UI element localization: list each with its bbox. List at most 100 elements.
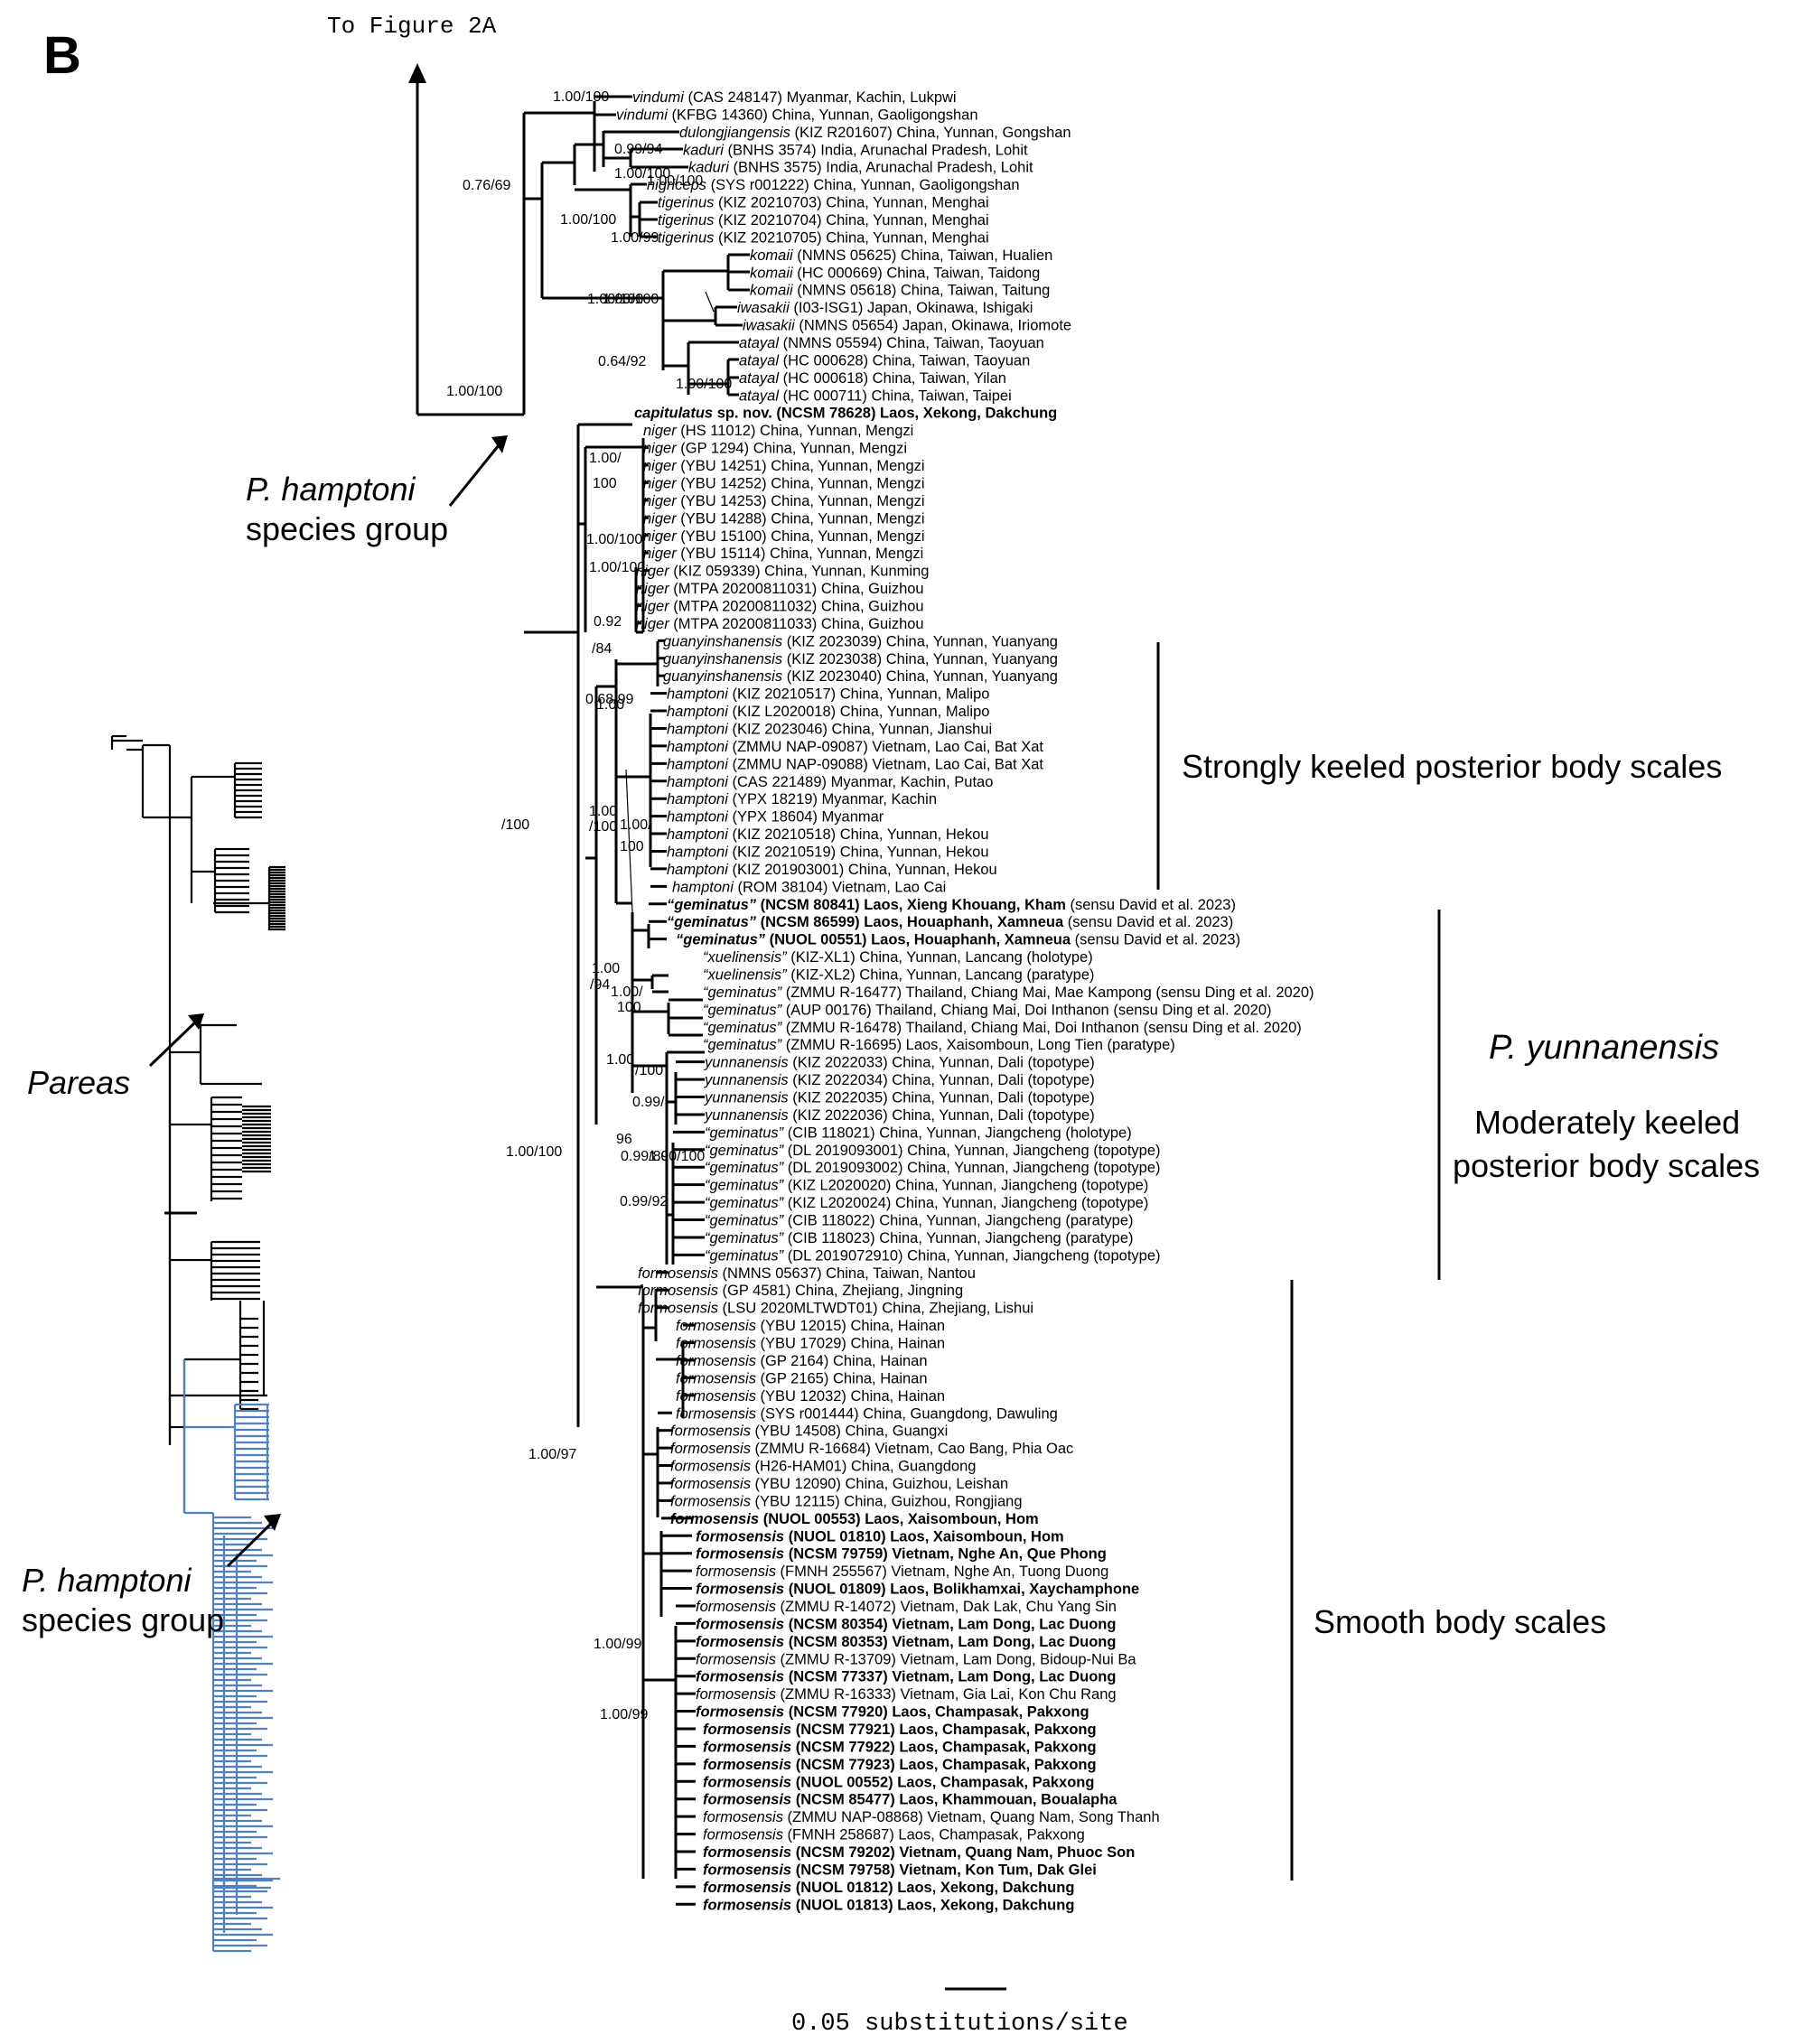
taxon-specimen: (CAS 221489) Myanmar, Kachin, Putao (728, 774, 994, 790)
taxon-label: yunnanensis (KIZ 2022034) China, Yunnan,… (704, 1072, 1095, 1088)
taxon-species: “geminatus” (667, 914, 757, 930)
taxon-label: hamptoni (YPX 18604) Myanmar (667, 809, 884, 826)
overview-mini-tree (110, 734, 285, 1953)
taxon-specimen: (NCSM 77921) Laos, Champasak, Pakxong (791, 1722, 1096, 1738)
support-value: 1.00 (592, 961, 620, 976)
taxon-species: formosensis (676, 1353, 756, 1369)
taxon-species: niger (643, 458, 678, 474)
taxon-label: “geminatus” (DL 2019093001) China, Yunna… (705, 1143, 1161, 1159)
taxon-species: formosensis (696, 1651, 776, 1667)
taxon-species: hamptoni (667, 791, 729, 807)
taxon-label: niger (HS 11012) China, Yunnan, Mengzi (643, 423, 913, 439)
taxon-species: formosensis (676, 1405, 756, 1422)
support-value: 1.00/100 (676, 377, 732, 392)
taxon-label: hamptoni (KIZ 2023046) China, Yunnan, Ji… (667, 721, 992, 737)
mini-group-arrow (226, 1520, 275, 1568)
support-value: 1.00/ (589, 451, 622, 466)
taxon-label: “geminatus” (ZMMU R-16478) Thailand, Chi… (703, 1020, 1302, 1036)
taxon-label: formosensis (ZMMU R-16333) Vietnam, Gia … (696, 1686, 1117, 1703)
taxon-specimen: (YBU 14251) China, Yunnan, Mengzi (677, 458, 925, 474)
support-value: 0.99/89 (621, 1149, 669, 1164)
taxon-species: capitulatus (634, 406, 713, 422)
support-value: 0.68/99 (585, 692, 633, 707)
taxon-label: formosensis (NUOL 01813) Laos, Xekong, D… (703, 1897, 1074, 1913)
taxon-species: hamptoni (672, 879, 734, 895)
support-value: 0.99/94 (614, 142, 662, 157)
taxon-specimen: (CAS 248147) Myanmar, Kachin, Lukpwi (684, 89, 957, 106)
taxon-species: formosensis (703, 1792, 791, 1808)
taxon-species: komaii (750, 265, 794, 281)
taxon-label: “geminatus” (ZMMU R-16477) Thailand, Chi… (703, 985, 1314, 1001)
taxon-species: “geminatus” (703, 1037, 783, 1053)
taxon-species: hamptoni (667, 739, 729, 755)
taxon-species: yunnanensis (704, 1090, 789, 1106)
taxon-species: formosensis (696, 1704, 784, 1721)
taxon-specimen: (AUP 00176) Thailand, Chiang Mai, Doi In… (781, 1002, 1271, 1018)
taxon-species: niger (636, 564, 670, 580)
taxon-species: hamptoni (667, 844, 729, 860)
taxon-specimen: (YBU 12090) China, Guizhou, Leishan (751, 1476, 1008, 1492)
taxon-specimen: (NMNS 05637) China, Taiwan, Nantou (718, 1265, 976, 1282)
taxon-label: niger (YBU 15114) China, Yunnan, Mengzi (643, 546, 923, 562)
taxon-species: “xuelinensis” (703, 967, 788, 984)
taxon-specimen: (YBU 12115) China, Guizhou, Rongjiang (751, 1493, 1023, 1509)
taxon-label: vindumi (KFBG 14360) China, Yunnan, Gaol… (616, 107, 978, 123)
taxon-specimen: (KIZ 2022033) China, Yunnan, Dali (topot… (789, 1055, 1095, 1071)
taxon-label: formosensis (ZMMU R-16684) Vietnam, Cao … (670, 1441, 1073, 1457)
taxon-species: “geminatus” (705, 1125, 785, 1141)
taxon-label: hamptoni (CAS 221489) Myanmar, Kachin, P… (667, 774, 993, 790)
taxon-specimen: (ZMMU R-16478) Thailand, Chiang Mai, Doi… (781, 1020, 1302, 1036)
pareas-label: Pareas (27, 1064, 131, 1101)
taxon-specimen: (YBU 14508) China, Guangxi (751, 1423, 948, 1440)
taxon-species: niger (643, 441, 678, 457)
support-value: 1.00 (589, 804, 617, 819)
taxon-label: formosensis (NCSM 77923) Laos, Champasak… (703, 1757, 1097, 1773)
taxon-specimen: (KIZ 20210519) China, Yunnan, Hekou (728, 844, 989, 860)
taxon-label: “geminatus” (CIB 118022) China, Yunnan, … (705, 1213, 1134, 1229)
support-value: 1.00 (606, 1052, 634, 1068)
taxon-specimen: (ZMMU R-16477) Thailand, Chiang Mai, Mae… (781, 985, 1314, 1001)
support-value: 100 (617, 1000, 641, 1015)
species-group-arrowhead (491, 435, 508, 453)
taxon-species: atayal (739, 387, 780, 404)
taxon-label: “geminatus” (KIZ L2020024) China, Yunnan… (705, 1195, 1148, 1211)
taxon-species: komaii (750, 247, 794, 264)
taxon-label: guanyinshanensis (KIZ 2023040) China, Yu… (663, 668, 1058, 685)
taxon-label: “geminatus” (CIB 118021) China, Yunnan, … (705, 1125, 1132, 1141)
taxon-specimen: (HC 000628) China, Taiwan, Taoyuan (779, 352, 1030, 369)
support-value: 1.00/99 (600, 1707, 648, 1722)
taxon-label: hamptoni (ROM 38104) Vietnam, Lao Cai (672, 879, 946, 895)
taxon-label: formosensis (NUOL 01810) Laos, Xaisombou… (696, 1528, 1064, 1545)
taxon-label: nigriceps (SYS r001222) China, Yunnan, G… (647, 177, 1020, 193)
taxon-label: “geminatus” (NCSM 86599) Laos, Houaphanh… (667, 914, 1233, 930)
taxon-specimen: (KIZ 059339) China, Yunnan, Kunming (669, 564, 930, 580)
taxon-specimen: (KIZ-XL2) China, Yunnan, Lancang (paraty… (787, 967, 1095, 984)
taxon-species: formosensis (676, 1370, 756, 1386)
taxon-species: formosensis (676, 1318, 756, 1334)
taxon-label: formosensis (NCSM 80353) Vietnam, Lam Do… (696, 1634, 1116, 1650)
support-value: 1.00 (596, 697, 624, 713)
taxon-note: (sensu David et al. 2023) (1071, 932, 1240, 948)
taxon-specimen: (YBU 14288) China, Yunnan, Mengzi (677, 510, 925, 527)
taxon-label: atayal (HC 000618) China, Taiwan, Yilan (739, 370, 1006, 387)
taxon-specimen: (I03-ISG1) Japan, Okinawa, Ishigaki (790, 300, 1033, 316)
taxon-species: formosensis (638, 1283, 718, 1299)
taxon-label: atayal (HC 000711) China, Taiwan, Taipei (739, 387, 1012, 404)
taxon-species: formosensis (670, 1511, 759, 1527)
taxon-specimen: (BNHS 3575) India, Arunachal Pradesh, Lo… (729, 160, 1033, 176)
support-value: 1.00/100 (603, 292, 659, 307)
support-value: 1.00/100 (647, 173, 703, 189)
taxon-specimen: (ZMMU R-16333) Vietnam, Gia Lai, Kon Chu… (776, 1686, 1117, 1703)
taxon-species: vindumi (616, 107, 669, 123)
taxon-label: niger (GP 1294) China, Yunnan, Mengzi (643, 441, 907, 457)
taxon-label: formosensis (NCSM 79202) Vietnam, Quang … (703, 1844, 1135, 1861)
taxon-label: hamptoni (YPX 18219) Myanmar, Kachin (667, 791, 937, 807)
support-value: 0.99/92 (620, 1194, 668, 1209)
taxon-species: iwasakii (737, 300, 790, 316)
taxon-species: “geminatus” (705, 1178, 785, 1194)
taxon-species: guanyinshanensis (663, 668, 782, 685)
species-group-label-tree: P. hamptoni species group (246, 470, 448, 549)
taxon-specimen: (KIZ L2020024) China, Yunnan, Jiangcheng… (783, 1195, 1148, 1211)
support-value: /100 (635, 1063, 663, 1078)
taxon-specimen: (SYS r001222) China, Yunnan, Gaoligongsh… (706, 177, 1019, 193)
